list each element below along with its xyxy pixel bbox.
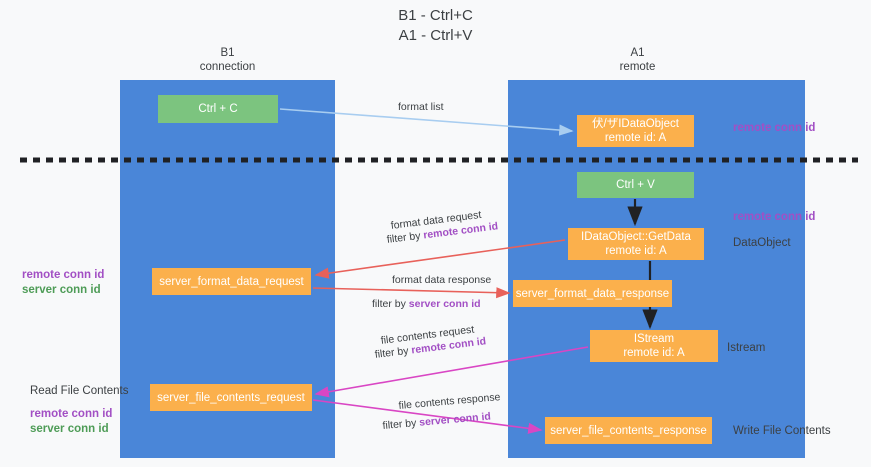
annotation-istream: Istream [727, 342, 766, 354]
filter-prefix: filter by [372, 298, 409, 310]
filter-key-server-conn-id: server conn id [408, 298, 481, 310]
annotation-left-server-conn-id: server conn id [22, 284, 101, 296]
filter-prefix: filter by [382, 416, 420, 432]
node-idataobject-line1: 伏/ザIDataObject [592, 118, 679, 130]
annotation-remote-conn-id-top: remote conn id [733, 122, 816, 134]
annotation-write-file-contents: Write File Contents [733, 425, 831, 437]
node-sfcresp-label: server_file_contents_response [550, 424, 707, 437]
node-sfcreq-label: server_file_contents_request [157, 391, 305, 404]
filter-prefix: filter by [374, 344, 413, 361]
node-idataobject-getdata[interactable]: IDataObject::GetData remote id: A [568, 228, 704, 260]
node-server-format-data-response[interactable]: server_format_data_response [513, 280, 672, 307]
title-line-1: B1 - Ctrl+C [398, 7, 473, 24]
node-sfdresp-label: server_format_data_response [515, 287, 670, 300]
page-title: B1 - Ctrl+C A1 - Ctrl+V [0, 6, 871, 46]
node-server-file-contents-request[interactable]: server_file_contents_request [150, 384, 312, 411]
node-ctrl-c-label: Ctrl + C [198, 103, 238, 115]
lane-header-a1: A1 remote [560, 46, 715, 74]
annotation-left-server-conn-id-2: server conn id [30, 423, 109, 435]
edge-label-format-data-response-filter: filter by server conn id [372, 297, 481, 311]
arrow-format-data-response [312, 287, 511, 299]
annotation-left-remote-conn-id-2: remote conn id [30, 408, 113, 420]
lane-header-a1-name: A1 [630, 47, 645, 59]
lane-header-b1-role: connection [199, 61, 256, 73]
filter-key-server-conn-id: server conn id [418, 410, 492, 429]
node-istream[interactable]: IStream remote id: A [590, 330, 718, 362]
edge-label-file-contents-response-filter: filter by server conn id [382, 410, 491, 433]
annotation-read-file-contents-group: Read File Contents remote conn id server… [30, 384, 128, 437]
node-istream-line1: IStream [633, 333, 675, 345]
lane-header-b1-name: B1 [220, 47, 235, 59]
annotation-dataobject: DataObject [733, 237, 791, 249]
annotation-left-remote-conn-id: remote conn id [22, 269, 105, 281]
node-getdata-line2: remote id: A [605, 245, 667, 257]
edge-label-format-data-response: format data response [392, 274, 492, 286]
annotation-remote-conn-id-mid: remote conn id [733, 211, 816, 223]
node-ctrl-v-label: Ctrl + V [616, 179, 655, 191]
title-line-2: A1 - Ctrl+V [398, 27, 473, 44]
node-idataobject[interactable]: 伏/ザIDataObject remote id: A [577, 115, 694, 147]
node-ctrl-v[interactable]: Ctrl + V [577, 172, 694, 198]
annotation-left-conn-ids: remote conn id server conn id [22, 268, 104, 298]
edge-label-format-list: format list [398, 101, 444, 113]
node-idataobject-line2: remote id: A [604, 132, 667, 144]
node-sfdreq-label: server_format_data_request [159, 275, 304, 288]
node-istream-line2: remote id: A [623, 347, 685, 359]
node-ctrl-c[interactable]: Ctrl + C [158, 95, 278, 123]
node-getdata-line1: IDataObject::GetData [581, 231, 691, 243]
lane-header-a1-role: remote [619, 61, 656, 73]
filter-prefix: filter by [386, 229, 425, 246]
node-server-file-contents-response[interactable]: server_file_contents_response [545, 417, 712, 444]
lane-header-b1: B1 connection [150, 46, 305, 74]
annotation-read-file-contents: Read File Contents [30, 385, 129, 397]
node-server-format-data-request[interactable]: server_format_data_request [152, 268, 311, 295]
